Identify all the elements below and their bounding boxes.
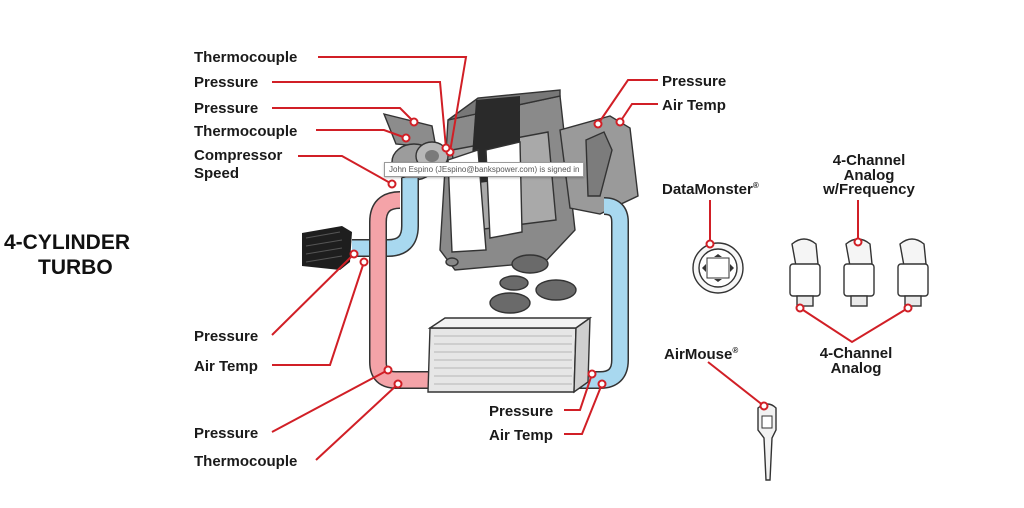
hot-charge-pipe <box>369 191 432 389</box>
label-lower-pressure: Pressure <box>194 425 258 442</box>
airmouse-device[interactable] <box>757 403 777 481</box>
label-cool-pressure: Pressure <box>489 403 553 420</box>
label-exhaust-pressure: Pressure <box>662 73 726 90</box>
leader-lines <box>271 56 909 461</box>
label-thermocouple-intake-pipe: Thermocouple <box>194 123 297 140</box>
datamonster-device[interactable] <box>692 242 744 294</box>
label-intake-pressure: Pressure <box>194 328 258 345</box>
label-pressure-intake-pipe: Pressure <box>194 100 258 117</box>
analog-module-left[interactable] <box>789 238 821 307</box>
label-pressure-turbine: Pressure <box>194 74 258 91</box>
label-analog-freq-2: Analog <box>844 167 895 184</box>
label-compressor-speed-1: Compressor <box>194 147 283 164</box>
cold-intake-pipe <box>352 178 419 257</box>
label-intake-airtemp: Air Temp <box>194 358 258 375</box>
label-compressor-speed-2: Speed <box>194 165 239 182</box>
cold-charge-pipe <box>572 197 629 389</box>
intercooler <box>427 316 593 394</box>
label-thermocouple-turbine: Thermocouple <box>194 49 297 66</box>
label-analog-2: Analog <box>831 360 882 377</box>
label-airmouse: AirMouse® <box>664 346 738 363</box>
title-line-1: 4-CYLINDER <box>4 231 130 254</box>
label-analog-1: 4-Channel <box>820 345 893 362</box>
signed-in-tooltip: John Espino (JEspino@bankspower.com) is … <box>384 162 585 177</box>
title-line-2: TURBO <box>38 256 113 279</box>
label-lower-thermocouple: Thermocouple <box>194 453 297 470</box>
label-cool-airtemp: Air Temp <box>489 427 553 444</box>
analog-module-middle[interactable] <box>843 238 875 307</box>
label-analog-freq-1: 4-Channel <box>833 152 906 169</box>
air-filter <box>302 226 352 270</box>
label-datamonster: DataMonster® <box>662 181 759 198</box>
analog-module-right[interactable] <box>897 238 929 307</box>
label-exhaust-airtemp: Air Temp <box>662 97 726 114</box>
label-analog-freq-3: w/Frequency <box>822 181 915 198</box>
sensor-dots <box>349 117 913 411</box>
